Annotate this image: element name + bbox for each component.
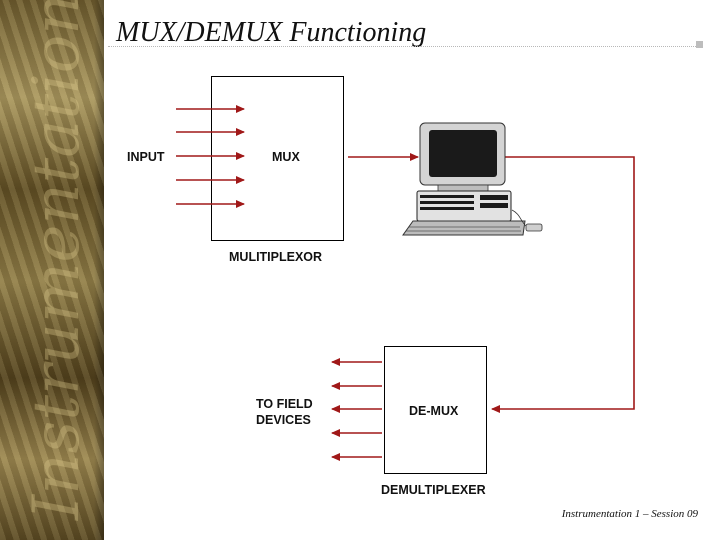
to-field-devices-label-line1: TO FIELD: [256, 397, 313, 411]
computer-to-demux-line: [492, 157, 634, 409]
input-arrows: [176, 109, 244, 204]
mux-label: MUX: [272, 150, 300, 164]
input-label: INPUT: [127, 150, 165, 164]
to-field-devices-label-line2: DEVICES: [256, 413, 311, 427]
demultiplexer-label: DEMULTIPLEXER: [381, 483, 486, 497]
footer-session-label: Instrumentation 1 – Session 09: [562, 508, 698, 520]
sidebar-watermark: Instrumentation: [20, 0, 94, 520]
output-arrows: [332, 362, 382, 457]
demux-label: DE-MUX: [409, 404, 458, 418]
multiplexor-label: MULITIPLEXOR: [229, 250, 322, 264]
desktop-computer-icon: [403, 123, 542, 235]
